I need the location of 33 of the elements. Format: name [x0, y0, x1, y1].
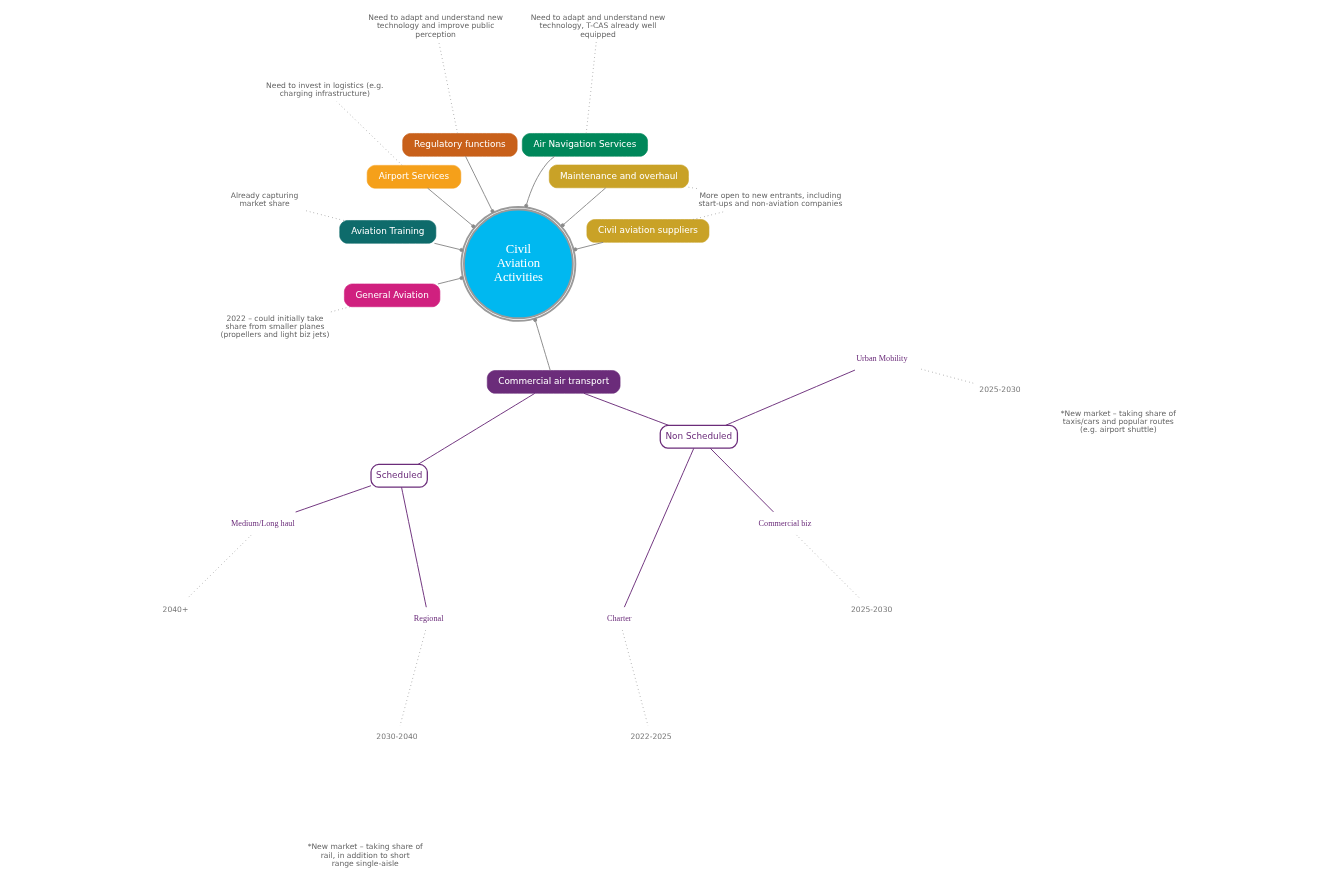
connector: [399, 629, 427, 726]
connector: [709, 447, 774, 512]
connector: [427, 187, 476, 228]
connector: [623, 447, 695, 608]
connector: [533, 317, 551, 371]
connector: [336, 100, 403, 166]
connector: [583, 392, 670, 426]
connector: [692, 210, 726, 220]
connector: [433, 242, 464, 252]
connector: [560, 186, 607, 227]
node-box: Maintenance and overhaul: [548, 164, 689, 188]
node-box: Aviation Training: [339, 219, 437, 244]
connector: [585, 40, 597, 134]
connector: [295, 484, 372, 513]
node-box: Non Scheduled: [659, 424, 739, 449]
node-box: Regulatory functions: [402, 132, 518, 157]
node-box: General Aviation: [344, 283, 441, 307]
node-box: Commercial air transport: [486, 369, 621, 394]
connector: [725, 369, 856, 426]
connector: [524, 155, 556, 208]
connector: [465, 155, 495, 213]
node-box: Air Navigation Services: [522, 132, 648, 157]
connector: [401, 486, 427, 608]
connector: [621, 629, 649, 726]
node-box: Civil aviation suppliers: [586, 218, 710, 243]
connector: [437, 275, 464, 284]
connector: [920, 368, 975, 384]
node-box: Airport Services: [366, 164, 462, 188]
connector: [573, 241, 604, 251]
connector: [417, 392, 536, 465]
connector: [688, 186, 698, 189]
node-box: Scheduled: [370, 463, 428, 488]
connector: [329, 305, 351, 313]
